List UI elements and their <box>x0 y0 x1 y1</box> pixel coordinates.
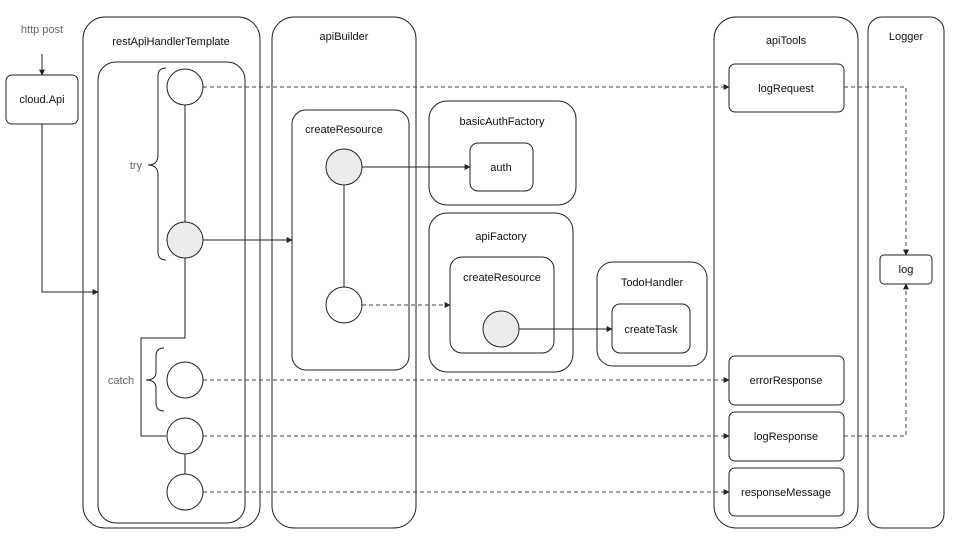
catch-label: catch <box>108 375 134 387</box>
try-brace <box>147 67 167 261</box>
cloud-api-label: cloud.Api <box>19 94 64 106</box>
error-response-label: errorResponse <box>750 375 823 387</box>
handler-flow-line <box>140 258 186 437</box>
api-factory-title: apiFactory <box>475 231 527 243</box>
log-request-label: logRequest <box>758 83 814 95</box>
handler-inner-container <box>97 61 246 524</box>
rest-api-handler-template-title: restApiHandlerTemplate <box>112 36 229 48</box>
http-post-label: http post <box>21 24 63 36</box>
node-response-message <box>166 473 204 511</box>
log-response-to-log-dashed-arrow <box>844 283 909 437</box>
builder-node-factory <box>325 286 363 324</box>
create-resource-builder-title: createResource <box>305 124 383 136</box>
create-resource-builder-box <box>291 109 410 371</box>
todo-handler-title: TodoHandler <box>621 277 684 289</box>
cloud-api-to-handler-arrow <box>41 124 99 295</box>
create-task-label: createTask <box>624 324 678 336</box>
log-label: log <box>899 264 914 276</box>
try-node-log-request <box>166 68 204 106</box>
response-message-label: responseMessage <box>741 487 831 499</box>
log-response-label: logResponse <box>754 431 818 443</box>
basic-auth-factory-title: basicAuthFactory <box>460 116 545 128</box>
try-node-create-resource <box>166 221 204 259</box>
api-tools-title: apiTools <box>766 35 807 47</box>
auth-label: auth <box>490 162 511 174</box>
catch-node-error-response <box>166 361 204 399</box>
logger-title: Logger <box>889 31 924 43</box>
create-resource-factory-title: createResource <box>463 272 541 284</box>
node-log-response <box>166 417 204 455</box>
api-builder-title: apiBuilder <box>320 31 369 43</box>
try-label: try <box>130 160 143 172</box>
factory-node-create-task <box>482 310 520 348</box>
builder-node-auth <box>325 148 363 186</box>
catch-brace <box>145 347 165 412</box>
